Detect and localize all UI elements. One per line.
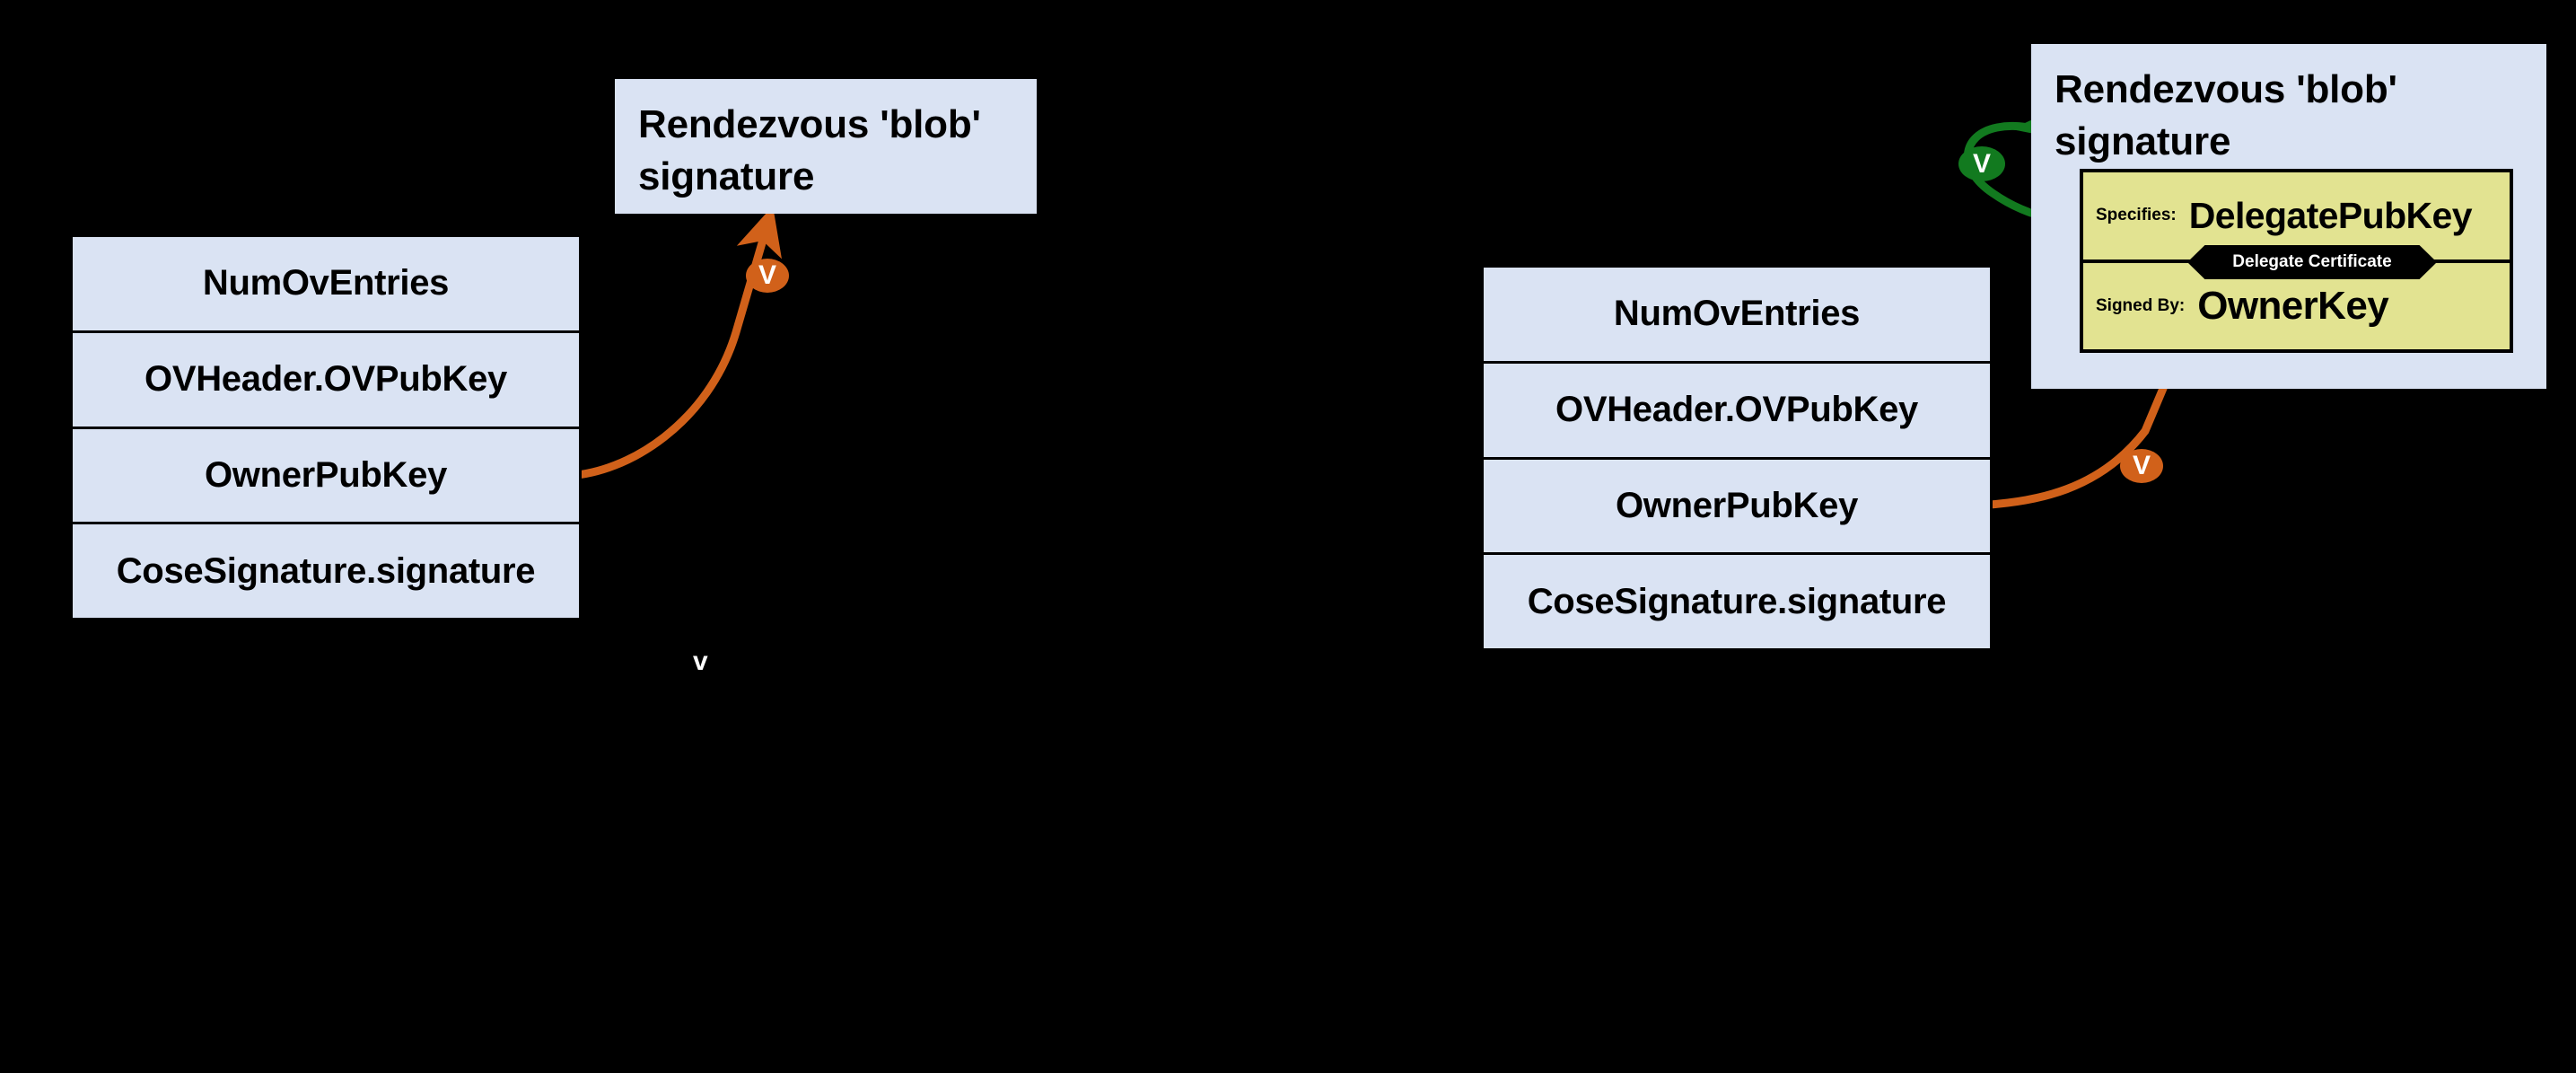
- right-ov-table: NumOvEntries OVHeader.OVPubKey OwnerPubK…: [1481, 265, 1993, 651]
- table-row: NumOvEntries: [73, 237, 579, 333]
- delegate-certificate-banner: Delegate Certificate: [2187, 245, 2437, 279]
- table-row: OVHeader.OVPubKey: [1484, 363, 1990, 460]
- certificate-signed-by-label: Signed By:: [2096, 295, 2186, 315]
- certificate-delegate-pubkey-value: DelegatePubKey: [2188, 194, 2473, 236]
- right-verify-badge-orange: V: [2120, 449, 2163, 483]
- right-rendezvous-blob-title: Rendezvous 'blob' signature: [2055, 67, 2397, 164]
- right-ov-row-label: CoseSignature.signature: [1527, 581, 1947, 621]
- delegate-certificate-banner-label: Delegate Certificate: [2232, 252, 2392, 271]
- table-row: OwnerPubKey: [73, 428, 579, 525]
- right-ov-row-label: OwnerPubKey: [1615, 485, 1859, 525]
- left-verify-badge-label: V: [758, 260, 776, 290]
- left-owner-to-blob-arrow: [561, 206, 782, 480]
- certificate-signed-by-row: Signed By: OwnerKey: [2083, 263, 2510, 350]
- left-rendezvous-blob-title: Rendezvous 'blob' signature: [638, 102, 981, 199]
- left-ov-row-label: CoseSignature.signature: [116, 550, 536, 591]
- table-row: NumOvEntries: [1484, 268, 1990, 364]
- left-stray-v-label: v: [693, 646, 708, 676]
- left-ov-row-label: OVHeader.OVPubKey: [145, 359, 507, 400]
- right-ov-row-label: NumOvEntries: [1613, 294, 1861, 334]
- left-rendezvous-blob-box: Rendezvous 'blob' signature: [615, 79, 1037, 214]
- table-row: OVHeader.OVPubKey: [73, 332, 579, 429]
- certificate-owner-key-value: OwnerKey: [2197, 283, 2389, 328]
- table-row: CoseSignature.signature: [1484, 555, 1990, 648]
- right-verify-badge-green: V: [1958, 146, 2005, 181]
- left-ov-table: NumOvEntries OVHeader.OVPubKey OwnerPubK…: [70, 234, 582, 620]
- table-row: OwnerPubKey: [1484, 459, 1990, 556]
- left-ov-row-label: NumOvEntries: [202, 263, 450, 303]
- right-verify-badge-orange-label: V: [2132, 451, 2151, 480]
- left-stray-v-glyph: v: [693, 648, 708, 675]
- left-ov-row-label: OwnerPubKey: [204, 454, 448, 495]
- right-verify-badge-green-label: V: [1972, 148, 1991, 179]
- left-verify-badge: V: [746, 259, 789, 293]
- table-row: CoseSignature.signature: [73, 524, 579, 618]
- certificate-specifies-label: Specifies:: [2096, 206, 2177, 225]
- right-ov-row-label: OVHeader.OVPubKey: [1555, 390, 1918, 430]
